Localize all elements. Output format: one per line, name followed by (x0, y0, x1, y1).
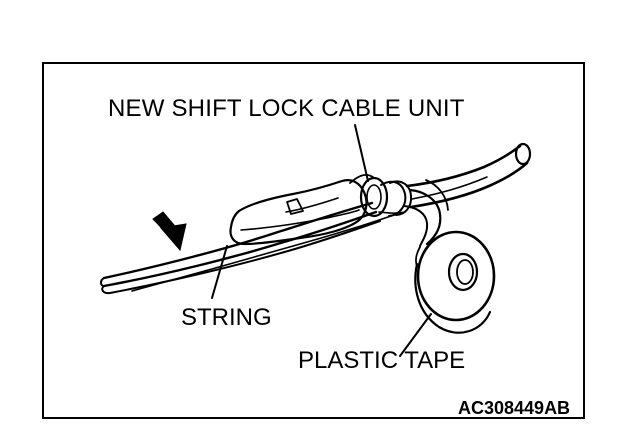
cable-right-top (405, 144, 522, 188)
cable-right-mid (411, 176, 488, 200)
leader-cable-unit (354, 124, 369, 182)
tape-strip-outer (408, 188, 442, 246)
connector-inner-line (285, 197, 339, 213)
cable-unit-label: NEW SHIFT LOCK CABLE UNIT (108, 95, 465, 122)
cable-line-a (102, 201, 374, 280)
leader-plastic-tape (399, 313, 432, 357)
plastic-tape-label: PLASTIC TAPE (298, 347, 466, 374)
connector-lower-edge (240, 209, 360, 231)
direction-arrow (152, 211, 187, 252)
diagram-frame (42, 62, 585, 419)
collar-bridge (349, 173, 375, 184)
string-label: STRING (181, 304, 272, 331)
cable-end-left (100, 277, 111, 295)
arrow-head (160, 223, 187, 252)
tape-roll-core-inner (456, 259, 474, 285)
connector-body (229, 179, 368, 246)
cable-line-b (102, 210, 378, 288)
leader-string (211, 245, 228, 299)
connector-tab (286, 198, 304, 215)
tape-roll-side (414, 262, 492, 334)
tape-roll-core-outer (447, 252, 479, 292)
collar-inner (366, 184, 382, 210)
tape-roll-front (416, 230, 496, 322)
figure-code: AC308449AB (458, 398, 571, 418)
string-line (131, 215, 392, 292)
cable-right-bottom (409, 161, 529, 209)
tape-roll-thickness (415, 246, 421, 267)
cable-right-end (514, 142, 532, 166)
tape-strip-edge (425, 179, 449, 211)
tape-strip-inner (403, 205, 429, 247)
tape-wrap-3 (378, 211, 406, 214)
